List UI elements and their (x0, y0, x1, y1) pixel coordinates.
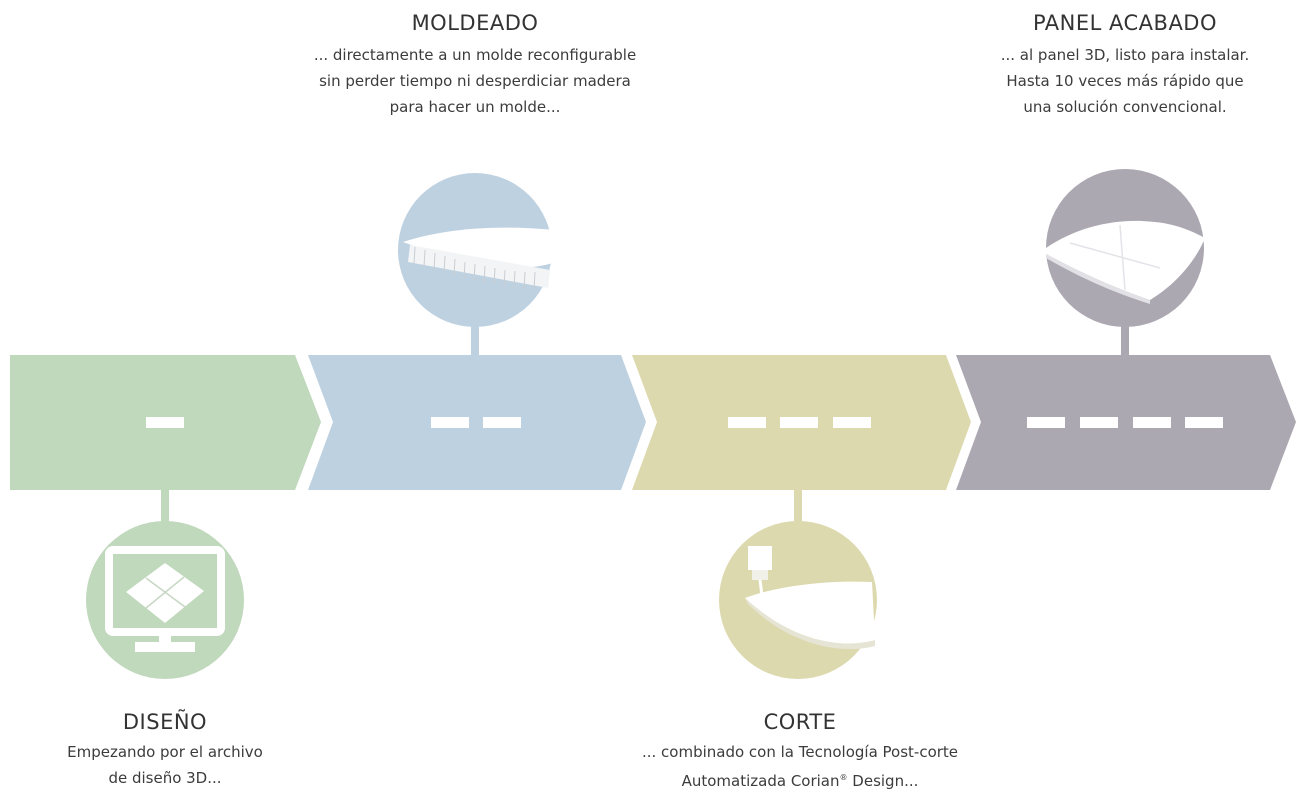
step-count-diseno (146, 417, 184, 428)
cnc-cutter-icon (719, 521, 877, 679)
step-diseno-text: DISEÑO Empezando por el archivo de diseñ… (20, 708, 310, 791)
dash (146, 417, 184, 428)
description-line-tail: Design... (847, 772, 919, 790)
step-moldeado-title: MOLDEADO (411, 11, 539, 35)
description-line: ... combinado con la Tecnología Post-cor… (641, 743, 959, 761)
mould-icon (398, 173, 556, 327)
description-line: una solución convencional. (1023, 98, 1227, 116)
step-corte-text: CORTE ... combinado con la Tecnología Po… (580, 708, 1020, 794)
description-line: sin perder tiempo ni desperdiciar madera (319, 72, 631, 90)
description-line: Automatizada Corian® Design... (580, 765, 1020, 794)
arrow-segment-panel (956, 355, 1296, 490)
step-count-moldeado (431, 417, 521, 428)
step-corte-description: ... combinado con la Tecnología Post-cor… (580, 739, 1020, 794)
step-diseno-description: Empezando por el archivo de diseño 3D... (20, 739, 310, 791)
description-line: ... directamente a un molde reconfigurab… (313, 46, 637, 64)
description-line: para hacer un molde... (389, 98, 561, 116)
dash (780, 417, 818, 428)
arrow-segment-moldeado (308, 355, 646, 490)
step-corte-title: CORTE (763, 710, 837, 734)
step-moldeado-description: ... directamente a un molde reconfigurab… (270, 42, 680, 120)
registered-mark: ® (839, 773, 848, 782)
dash (1185, 417, 1223, 428)
step-diseno-title: DISEÑO (122, 710, 208, 734)
dash (833, 417, 871, 428)
description-line: Empezando por el archivo (67, 743, 263, 761)
description-line: de diseño 3D... (108, 769, 222, 787)
description-line: Hasta 10 veces más rápido que (1006, 72, 1244, 90)
description-line-text: Automatizada Corian (681, 772, 840, 790)
dash (431, 417, 469, 428)
step-panel-text: PANEL ACABADO ... al panel 3D, listo par… (965, 9, 1285, 120)
step-panel-description: ... al panel 3D, listo para instalar. Ha… (965, 42, 1285, 120)
description-line: ... al panel 3D, listo para instalar. (1000, 46, 1250, 64)
connector-diseno (161, 488, 169, 550)
monitor-icon (86, 521, 244, 679)
dash (1133, 417, 1171, 428)
dash (483, 417, 521, 428)
step-panel-title: PANEL ACABADO (1032, 11, 1218, 35)
step-moldeado-text: MOLDEADO ... directamente a un molde rec… (270, 9, 680, 120)
dash (728, 417, 766, 428)
dash (1080, 417, 1118, 428)
connector-moldeado (471, 318, 479, 358)
connector-panel (1121, 318, 1129, 358)
connector-corte (794, 488, 802, 550)
step-count-corte (728, 417, 871, 428)
finished-panel-icon (1046, 169, 1205, 327)
step-count-panel (1027, 417, 1223, 428)
dash (1027, 417, 1065, 428)
